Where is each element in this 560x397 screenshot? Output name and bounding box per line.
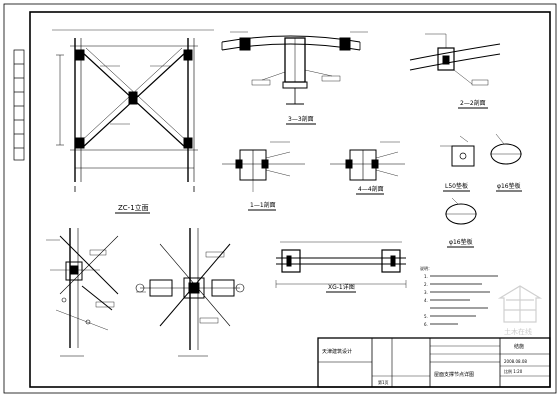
- section-22-view: [409, 33, 501, 86]
- notes-line-7: 5.: [424, 314, 428, 319]
- plate-detail-c: [445, 197, 477, 225]
- watermark-logo: [497, 285, 543, 323]
- plate-detail-a-title: L50垫板: [445, 182, 468, 190]
- section-33-view: [221, 31, 368, 105]
- notes-line-3: 2.: [424, 282, 428, 287]
- notes-line-4: 3.: [424, 290, 428, 295]
- elevation-title: ZC-1立面: [118, 203, 149, 212]
- sheet-border: [3, 3, 557, 394]
- xg-detail-view: [275, 241, 407, 288]
- title-block-date: 2008.08.08: [504, 359, 527, 364]
- notes-text-lines: [430, 275, 498, 325]
- section-44-title: 4—4剖面: [358, 185, 384, 193]
- section-44-view: [330, 141, 405, 181]
- section-11-view: [222, 141, 305, 192]
- notes-line-2: 1.: [424, 274, 428, 279]
- notes-line-1: 说明：: [420, 265, 432, 271]
- title-block-page: 第1页: [378, 379, 389, 385]
- xg-detail-title: XG-1详图: [328, 283, 355, 291]
- title-block-scale: 比例 1:20: [504, 368, 523, 374]
- title-block-drawing-title: 屋面支撑节点详图: [434, 371, 474, 378]
- node-detail-left: [46, 228, 119, 357]
- watermark-text: 土木在线: [504, 327, 532, 336]
- node-detail-middle: [135, 228, 245, 357]
- plate-detail-b-title: φ16垫板: [497, 182, 521, 190]
- plate-detail-b: [490, 133, 522, 165]
- elevation-view: [52, 29, 214, 192]
- notes-line-8: 6.: [424, 322, 428, 327]
- section-22-title: 2—2剖面: [460, 99, 486, 107]
- binding-strip: [13, 49, 25, 161]
- notes-line-5: 4.: [424, 298, 428, 303]
- section-33-title: 3—3剖面: [288, 115, 314, 123]
- plate-detail-a: [440, 135, 475, 167]
- title-block-sheet-no: 结施: [514, 343, 524, 350]
- section-11-title: 1—1剖面: [250, 201, 276, 209]
- title-block-company: 天津建筑设计: [322, 348, 352, 355]
- notes-block: 说明： 1. 2. 3. 4. 5. 6.: [420, 265, 432, 327]
- title-block: [317, 337, 551, 388]
- plate-detail-c-title: φ16垫板: [449, 238, 473, 246]
